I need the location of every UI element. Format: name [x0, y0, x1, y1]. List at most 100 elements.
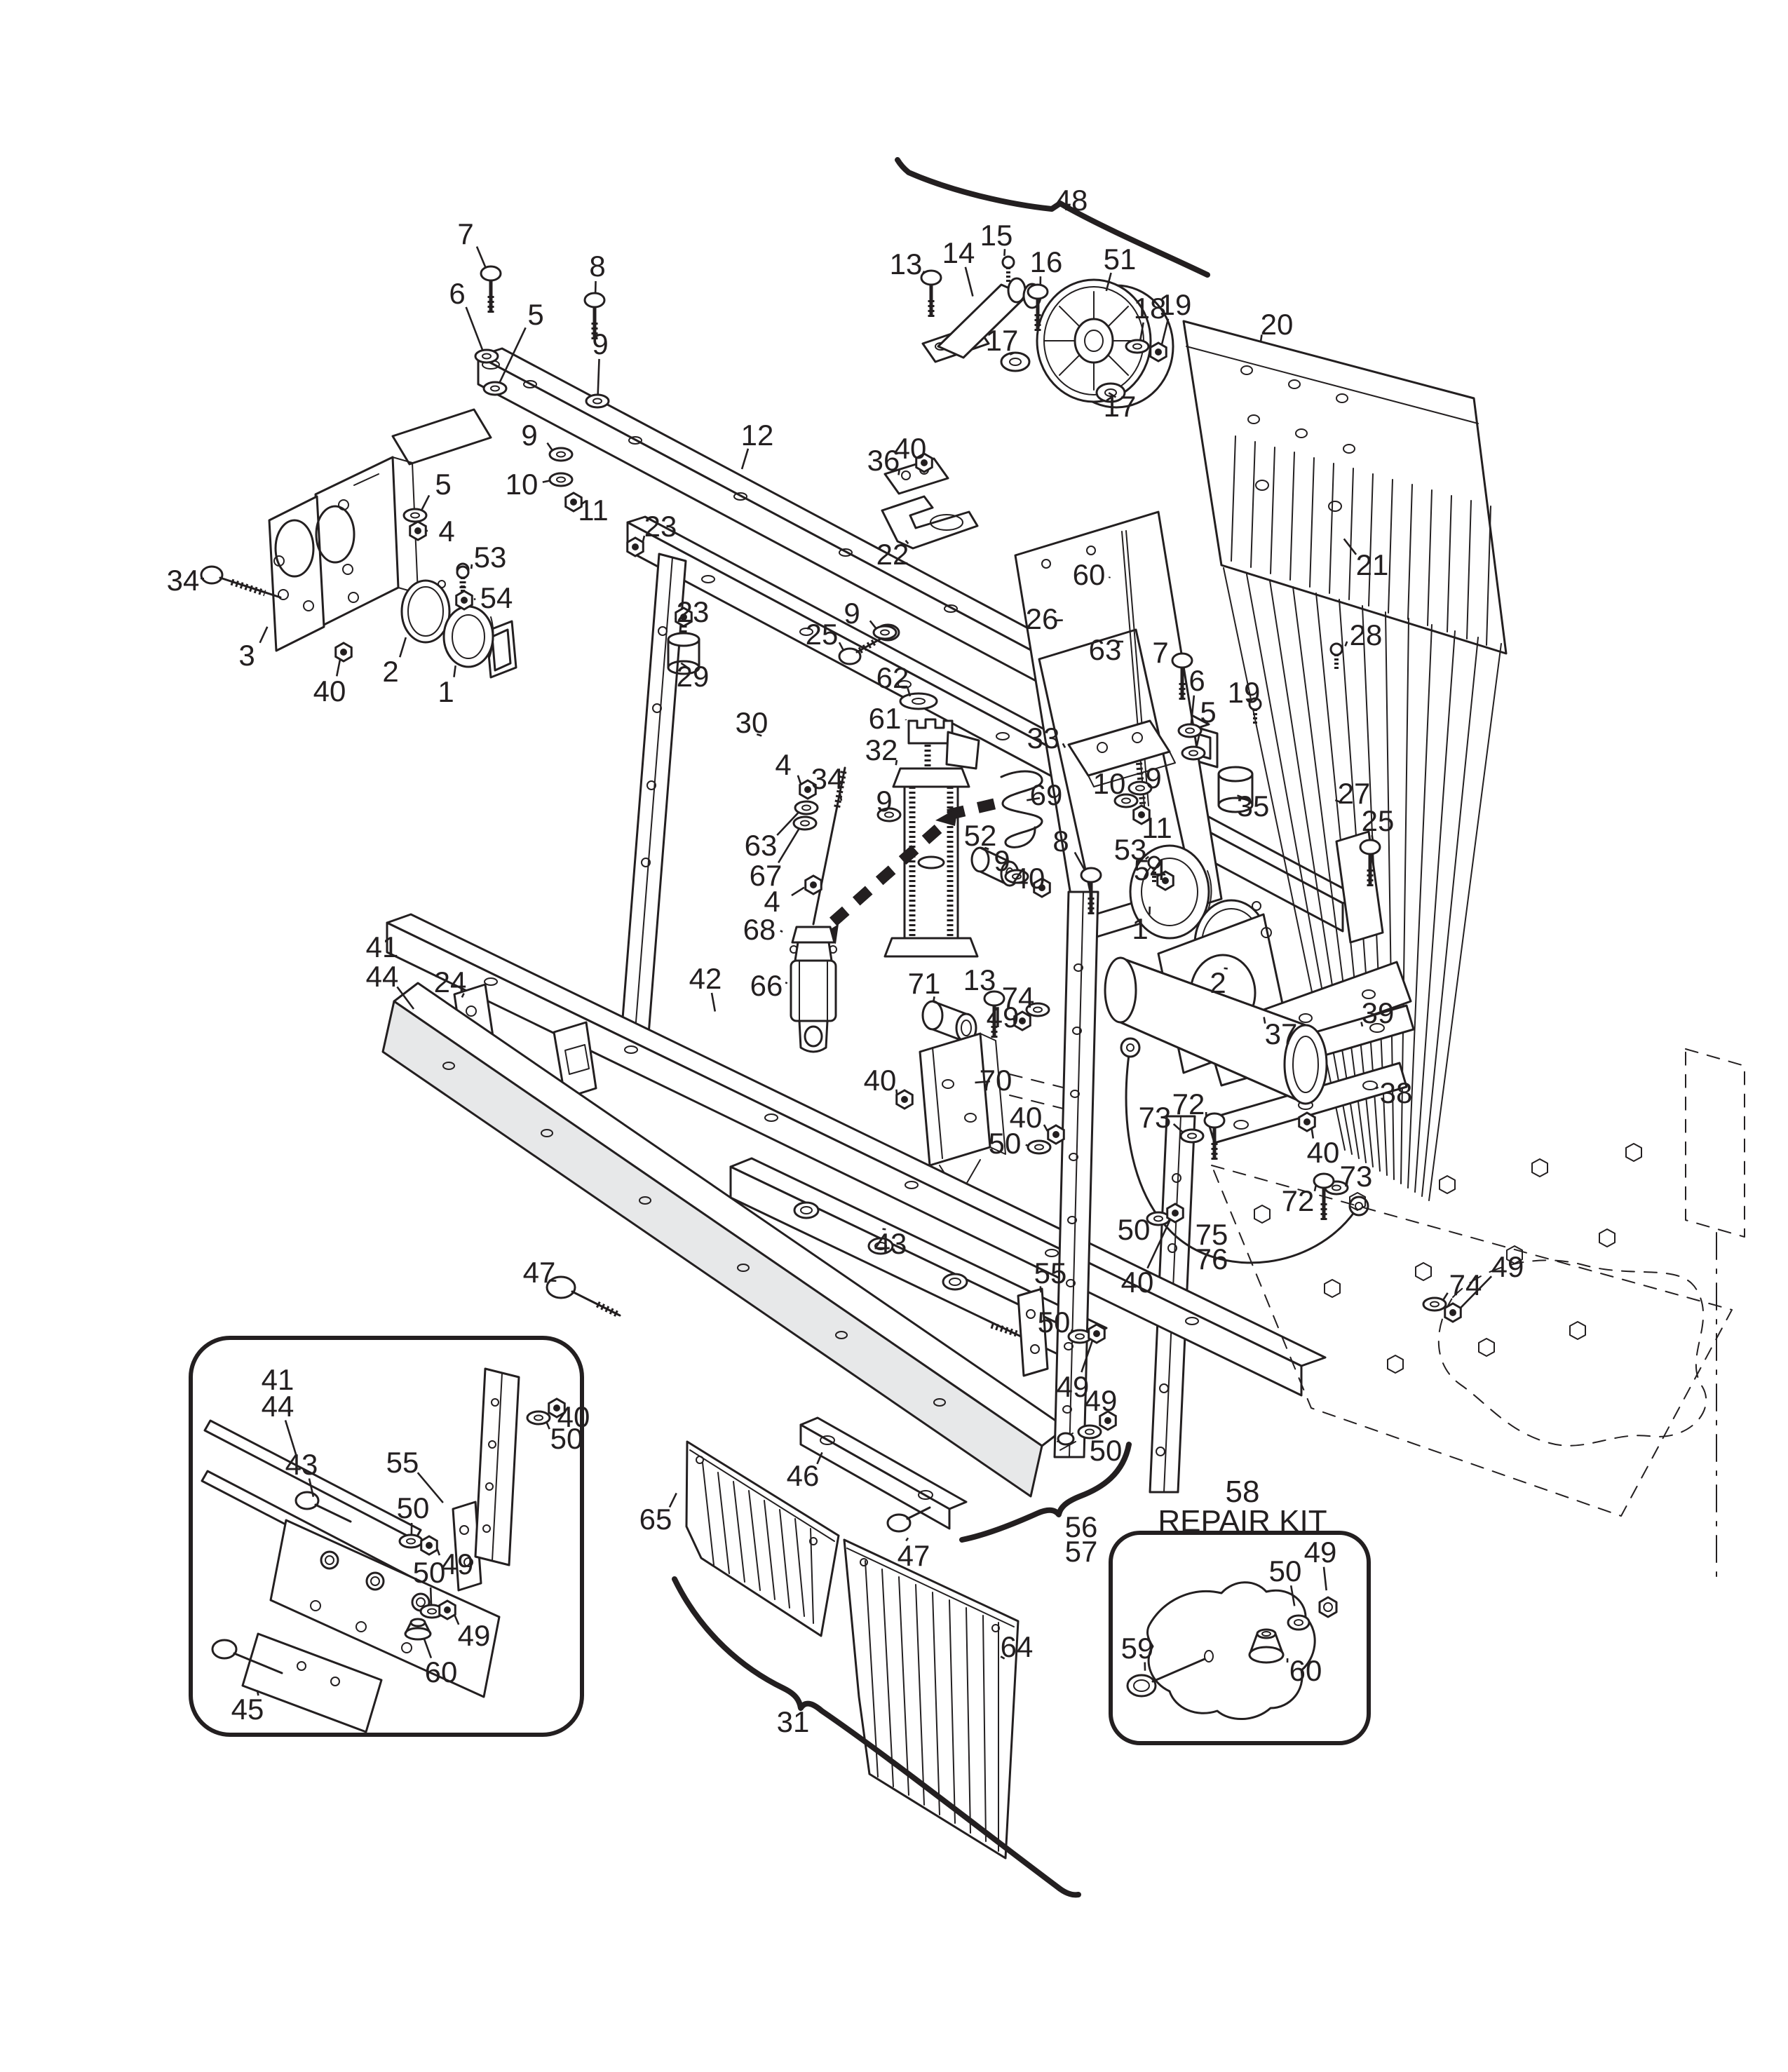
- leader-line-49: [453, 1614, 460, 1625]
- nut-icon: [799, 779, 817, 800]
- detail-inset-box: [189, 1336, 584, 1737]
- leader-line-62: [907, 687, 912, 697]
- installation-reference: [1211, 1048, 1745, 1587]
- leader-line-33: [1062, 743, 1066, 748]
- nut-icon: [409, 520, 427, 541]
- screw-icon: [456, 565, 470, 593]
- leader-line-3: [259, 626, 269, 644]
- nut-icon: [1444, 1302, 1462, 1323]
- part-label-17: 17: [1104, 390, 1137, 423]
- nut-icon: [1298, 1111, 1316, 1132]
- part-label-23: 23: [644, 510, 677, 543]
- part-label-9: 9: [994, 844, 1010, 877]
- part-label-31: 31: [777, 1705, 810, 1738]
- part-label-40: 40: [557, 1400, 590, 1433]
- leader-line-39: [1360, 1022, 1364, 1027]
- beam-end-bracket: [391, 408, 492, 466]
- part-label-40: 40: [313, 675, 346, 707]
- part-label-19: 19: [1228, 676, 1261, 709]
- nut-icon: [804, 874, 822, 895]
- washer-icon: [526, 1410, 551, 1426]
- nut-icon: [1149, 341, 1167, 363]
- screw-icon: [1248, 697, 1262, 725]
- part-label-66: 66: [750, 969, 783, 1002]
- nut-icon: [438, 1599, 456, 1620]
- part-label-37: 37: [1265, 1017, 1298, 1050]
- washer-icon: [398, 1533, 424, 1549]
- leader-line-71: [932, 996, 935, 1003]
- washer-icon: [792, 815, 818, 831]
- leader-line-17: [1108, 392, 1117, 398]
- flap-assembly: [672, 1416, 1132, 1898]
- part-label-63: 63: [745, 829, 778, 862]
- part-label-25: 25: [1362, 804, 1395, 837]
- rubber-bumper-left: [667, 616, 700, 675]
- part-label-69: 69: [1030, 778, 1063, 811]
- part-label-21: 21: [1356, 548, 1389, 581]
- part-label-24: 24: [434, 966, 467, 998]
- air-cylinder: [883, 718, 980, 958]
- nut-icon: [1166, 1203, 1184, 1224]
- backing-rail: [546, 1157, 1108, 1369]
- part-label-33: 33: [1027, 722, 1060, 754]
- part-label-73: 73: [1340, 1160, 1373, 1193]
- leader-line-44: [284, 1420, 298, 1457]
- leader-line-19: [1160, 318, 1170, 346]
- washer-icon: [1027, 1139, 1052, 1155]
- part-label-44: 44: [366, 960, 399, 993]
- leader-line-9: [597, 358, 600, 395]
- part-label-50: 50: [413, 1556, 446, 1589]
- nut-icon: [1156, 870, 1174, 891]
- part-label-67: 67: [750, 859, 783, 892]
- part-label-49: 49: [1304, 1536, 1337, 1569]
- leader-line-47: [548, 1279, 557, 1282]
- screw-icon: [1329, 642, 1343, 670]
- washer-icon: [1067, 1329, 1092, 1344]
- center-panel: [1014, 510, 1223, 944]
- part-label-60: 60: [1073, 558, 1106, 591]
- nut-icon: [420, 1535, 438, 1556]
- leader-line-70: [975, 1080, 990, 1084]
- part-label-5: 5: [527, 298, 543, 331]
- part-label-49: 49: [1085, 1384, 1118, 1417]
- washer-icon: [1125, 339, 1150, 354]
- leader-line-55: [416, 1472, 444, 1503]
- part-label-40: 40: [1307, 1136, 1340, 1169]
- nut-icon: [1013, 1010, 1031, 1031]
- leader-line-45: [256, 1690, 259, 1696]
- part-label-49: 49: [441, 1548, 474, 1580]
- nut-icon: [1088, 1323, 1106, 1344]
- part-label-5: 5: [1200, 696, 1216, 729]
- part-label-2: 2: [1210, 966, 1226, 999]
- part-label-32: 32: [865, 733, 898, 766]
- part-label-50: 50: [989, 1127, 1022, 1160]
- leader-line-63: [776, 811, 800, 836]
- washer-icon: [1179, 1128, 1205, 1144]
- screw-icon: [1001, 255, 1015, 283]
- leader-line-24: [461, 993, 465, 998]
- washer-icon: [1113, 793, 1139, 808]
- washer-icon: [474, 348, 499, 364]
- leader-line-54: [473, 597, 476, 601]
- part-label-9: 9: [521, 419, 537, 452]
- part-label-7: 7: [457, 217, 473, 250]
- part-label-50: 50: [1038, 1306, 1071, 1339]
- leader-line-40: [335, 658, 341, 677]
- part-label-16: 16: [1030, 245, 1063, 278]
- part-label-40: 40: [1012, 862, 1045, 895]
- leader-line-74: [1442, 1292, 1449, 1301]
- leader-line-46: [816, 1451, 823, 1465]
- part-label-19: 19: [1159, 288, 1192, 321]
- nut-icon: [1132, 804, 1151, 825]
- part-label-50: 50: [1090, 1434, 1123, 1467]
- bracket-48-brace: [895, 157, 1210, 278]
- part-label-72: 72: [1172, 1088, 1205, 1120]
- shock-absorber: [790, 766, 847, 1053]
- nut-icon: [915, 452, 933, 473]
- part-label-2: 2: [382, 655, 398, 688]
- washer-icon: [1177, 723, 1203, 738]
- part-label-72: 72: [1282, 1184, 1315, 1217]
- part-label-40: 40: [1121, 1266, 1154, 1299]
- leader-line-22: [905, 539, 909, 545]
